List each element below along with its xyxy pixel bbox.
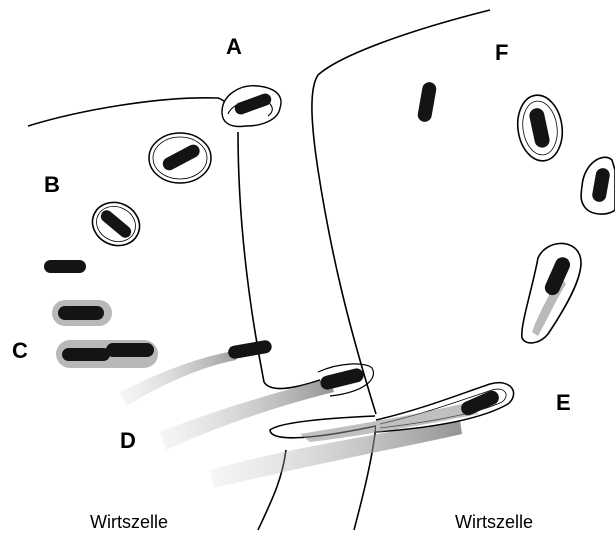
caption-right-host-cell: Wirtszelle xyxy=(455,512,533,533)
label-f: F xyxy=(495,40,508,66)
stage-b-vacuole xyxy=(85,195,146,253)
label-d: D xyxy=(120,428,136,454)
caption-left-host-cell: Wirtszelle xyxy=(90,512,168,533)
stage-a-bacterium xyxy=(222,86,281,127)
left-host-cell-membrane xyxy=(28,98,230,126)
label-a: A xyxy=(226,34,242,60)
vacuole-bacterium-upper xyxy=(149,133,211,183)
label-e: E xyxy=(556,390,571,416)
right-host-cell-membrane xyxy=(312,10,490,414)
label-c: C xyxy=(12,338,28,364)
stage-f-bacteria xyxy=(417,81,615,343)
label-b: B xyxy=(44,172,60,198)
stage-c-bacteria xyxy=(44,260,158,368)
